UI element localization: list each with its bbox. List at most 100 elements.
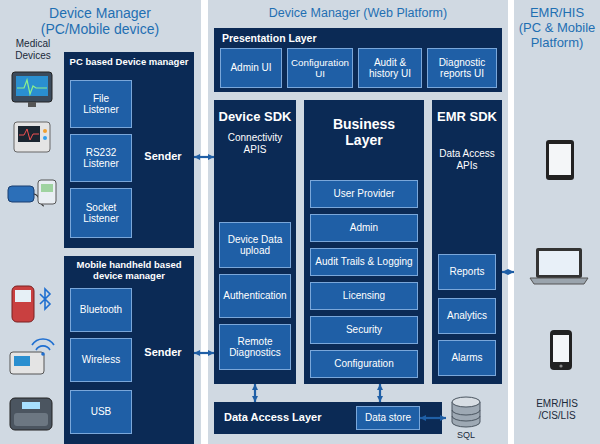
- module-box: User Provider: [310, 180, 418, 208]
- phone-screen: [553, 335, 569, 362]
- box-label: File Listener: [74, 93, 128, 116]
- panel-ground: [514, 0, 600, 444]
- box-caption: Sender: [136, 150, 190, 163]
- layer-box: Data storeData Access Layer: [214, 402, 442, 434]
- box-label: Reports: [442, 266, 492, 278]
- module-box: Diagnostic reports UI: [427, 48, 497, 88]
- module-box: RS232 Listener: [70, 134, 132, 182]
- platform-panel: Admin UI Configuration UI Audit & history …: [208, 0, 508, 444]
- connector-arrow: [379, 384, 381, 402]
- box-heading: Mobile handheld based device manager: [68, 260, 190, 282]
- blood-pressure-icon: [8, 180, 56, 206]
- platform-panel: File ListenerRS232 ListenerSocket Listen…: [0, 0, 201, 444]
- panel-heading: EMR/HIS (PC & Mobile Platform): [517, 6, 597, 51]
- note-label: Medical Devices: [4, 38, 62, 61]
- bluetooth-symbol: [40, 289, 50, 309]
- box-label: Remote Diagnostics: [223, 336, 287, 359]
- box-label: Alarms: [442, 352, 492, 364]
- box-heading: PC based Device manager: [68, 57, 190, 68]
- platform-panel: EMR/HIS (PC & Mobile Platform): [514, 0, 600, 444]
- box-heading: EMR SDK: [434, 110, 500, 125]
- monitor-screen: [16, 76, 48, 96]
- box-caption: Connectivity APIS: [216, 132, 294, 155]
- box-label: Wireless: [74, 354, 128, 366]
- cylinder-ring: [452, 410, 480, 421]
- wireless-device-icon: [10, 339, 54, 374]
- box-label: Bluetooth: [74, 304, 128, 316]
- monitor-body: [12, 72, 52, 102]
- module-box: Reports: [438, 254, 496, 290]
- box-caption: Sender: [136, 346, 190, 359]
- wifi-arc: [32, 339, 54, 345]
- box-heading: Business Layer: [319, 116, 409, 148]
- box-label: User Provider: [314, 188, 414, 200]
- module-box: Bluetooth: [70, 288, 132, 332]
- connector-arrow: [420, 417, 446, 419]
- box-label: Socket Listener: [74, 202, 128, 225]
- module-box: Admin: [310, 214, 418, 242]
- layer-box: File ListenerRS232 ListenerSocket Listen…: [64, 52, 194, 248]
- module-box: Remote Diagnostics: [219, 324, 291, 370]
- module-box: File Listener: [70, 80, 132, 128]
- connector-arrow: [194, 352, 214, 354]
- module-box: Configuration: [310, 350, 418, 378]
- scale-body: [10, 398, 52, 430]
- module-box: Device Data upload: [219, 222, 291, 268]
- box-caption: Data Access APIs: [434, 148, 500, 171]
- laptop-icon: [530, 248, 588, 284]
- box-label: Data store: [360, 412, 416, 424]
- ecg-knob: [43, 136, 47, 140]
- wireless-device-body: [10, 352, 44, 374]
- box-label: Admin UI: [224, 62, 278, 74]
- box-label: Analytics: [442, 310, 492, 322]
- module-box: USB: [70, 390, 132, 434]
- box-label: RS232 Listener: [74, 147, 128, 170]
- scale-display: [22, 402, 40, 409]
- panel-heading: Device Manager (Web Platform): [208, 6, 508, 20]
- module-box: Socket Listener: [70, 188, 132, 238]
- phone-button: [559, 364, 562, 367]
- scale-icon: [10, 398, 52, 430]
- module-box: Wireless: [70, 338, 132, 382]
- monitor-icon: [12, 72, 52, 107]
- module-box: Audit & history UI: [358, 48, 422, 88]
- scale-plate: [14, 413, 48, 426]
- ecg-body: [14, 122, 50, 152]
- box-label: Configuration UI: [291, 57, 349, 79]
- heart-wave: [17, 80, 47, 94]
- box-label: Admin: [314, 222, 414, 234]
- box-heading: SQL: [446, 430, 486, 440]
- ecg-knob: [43, 129, 47, 133]
- layer-box: ReportsAnalyticsAlarms EMR SDK Data Access…: [432, 100, 502, 384]
- module-box: Authentication: [219, 274, 291, 318]
- module-box: Admin UI: [220, 48, 282, 88]
- box-label: Authentication: [223, 290, 287, 302]
- box-heading: Device SDK: [216, 110, 294, 125]
- panel-ground: [208, 0, 508, 444]
- laptop-lid: [536, 248, 582, 278]
- bp-cuff: [8, 186, 34, 202]
- note-label: EMR/HIS /CIS/LIS: [518, 398, 596, 421]
- layer-box: Admin UI Configuration UI Audit & history …: [214, 28, 502, 92]
- laptop-base: [530, 278, 588, 284]
- panel-heading: Device Manager (PC/Mobile device): [25, 5, 175, 37]
- phone-body: [550, 330, 572, 370]
- module-box: Security: [310, 316, 418, 344]
- tablet-screen: [549, 144, 571, 175]
- box-label: Audit Trails & Logging: [314, 256, 414, 268]
- database-cylinder: SQL: [446, 394, 486, 444]
- laptop-screen: [539, 251, 579, 275]
- box-label: Device Data upload: [223, 234, 287, 257]
- ecg-screen: [18, 126, 40, 142]
- wifi-dot: [41, 352, 45, 356]
- module-box: Licensing: [310, 282, 418, 310]
- tablet-icon: [546, 140, 574, 180]
- wifi-arc: [36, 346, 50, 350]
- module-box: Configuration UI: [287, 48, 353, 88]
- box-label: Security: [314, 324, 414, 336]
- cylinder-top: [452, 397, 480, 407]
- glucometer-screen: [15, 290, 31, 302]
- wireless-device-screen: [14, 356, 30, 366]
- glucometer-body: [12, 286, 34, 322]
